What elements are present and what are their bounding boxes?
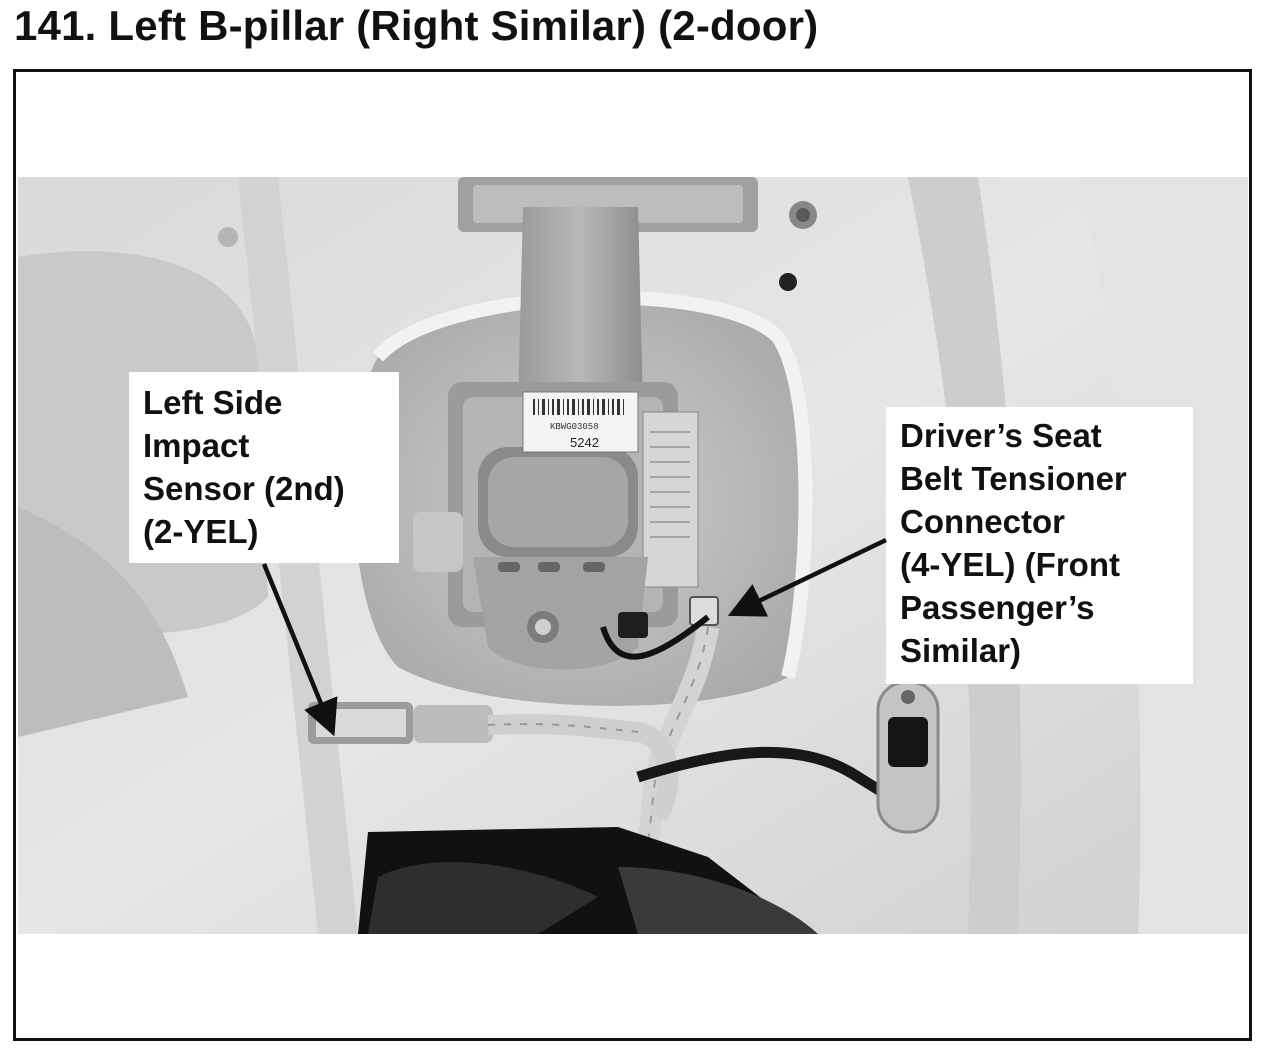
callout-line: (4-YEL) (Front [900,546,1120,583]
callout-line: Similar) [900,632,1022,669]
callout-line: (2-YEL) [143,513,259,550]
label-code: 5242 [570,435,599,450]
callout-line: Connector [900,503,1065,540]
callout-line: Sensor (2nd) [143,470,345,507]
callout-line: Impact [143,427,250,464]
callout-line: Left Side [143,384,283,421]
callout-line: Driver’s Seat [900,417,1102,454]
callout-left-side-impact-sensor: Left Side Impact Sensor (2nd) (2-YEL) [129,372,399,563]
figure-frame: KBWG03058 5242 [13,69,1252,1041]
barcode-number: KBWG03058 [550,422,599,432]
callout-line: Passenger’s [900,589,1095,626]
callout-line: Belt Tensioner [900,460,1127,497]
page-title: 141. Left B-pillar (Right Similar) (2-do… [14,2,819,49]
callout-seat-belt-tensioner-connector: Driver’s Seat Belt Tensioner Connector (… [886,407,1193,684]
